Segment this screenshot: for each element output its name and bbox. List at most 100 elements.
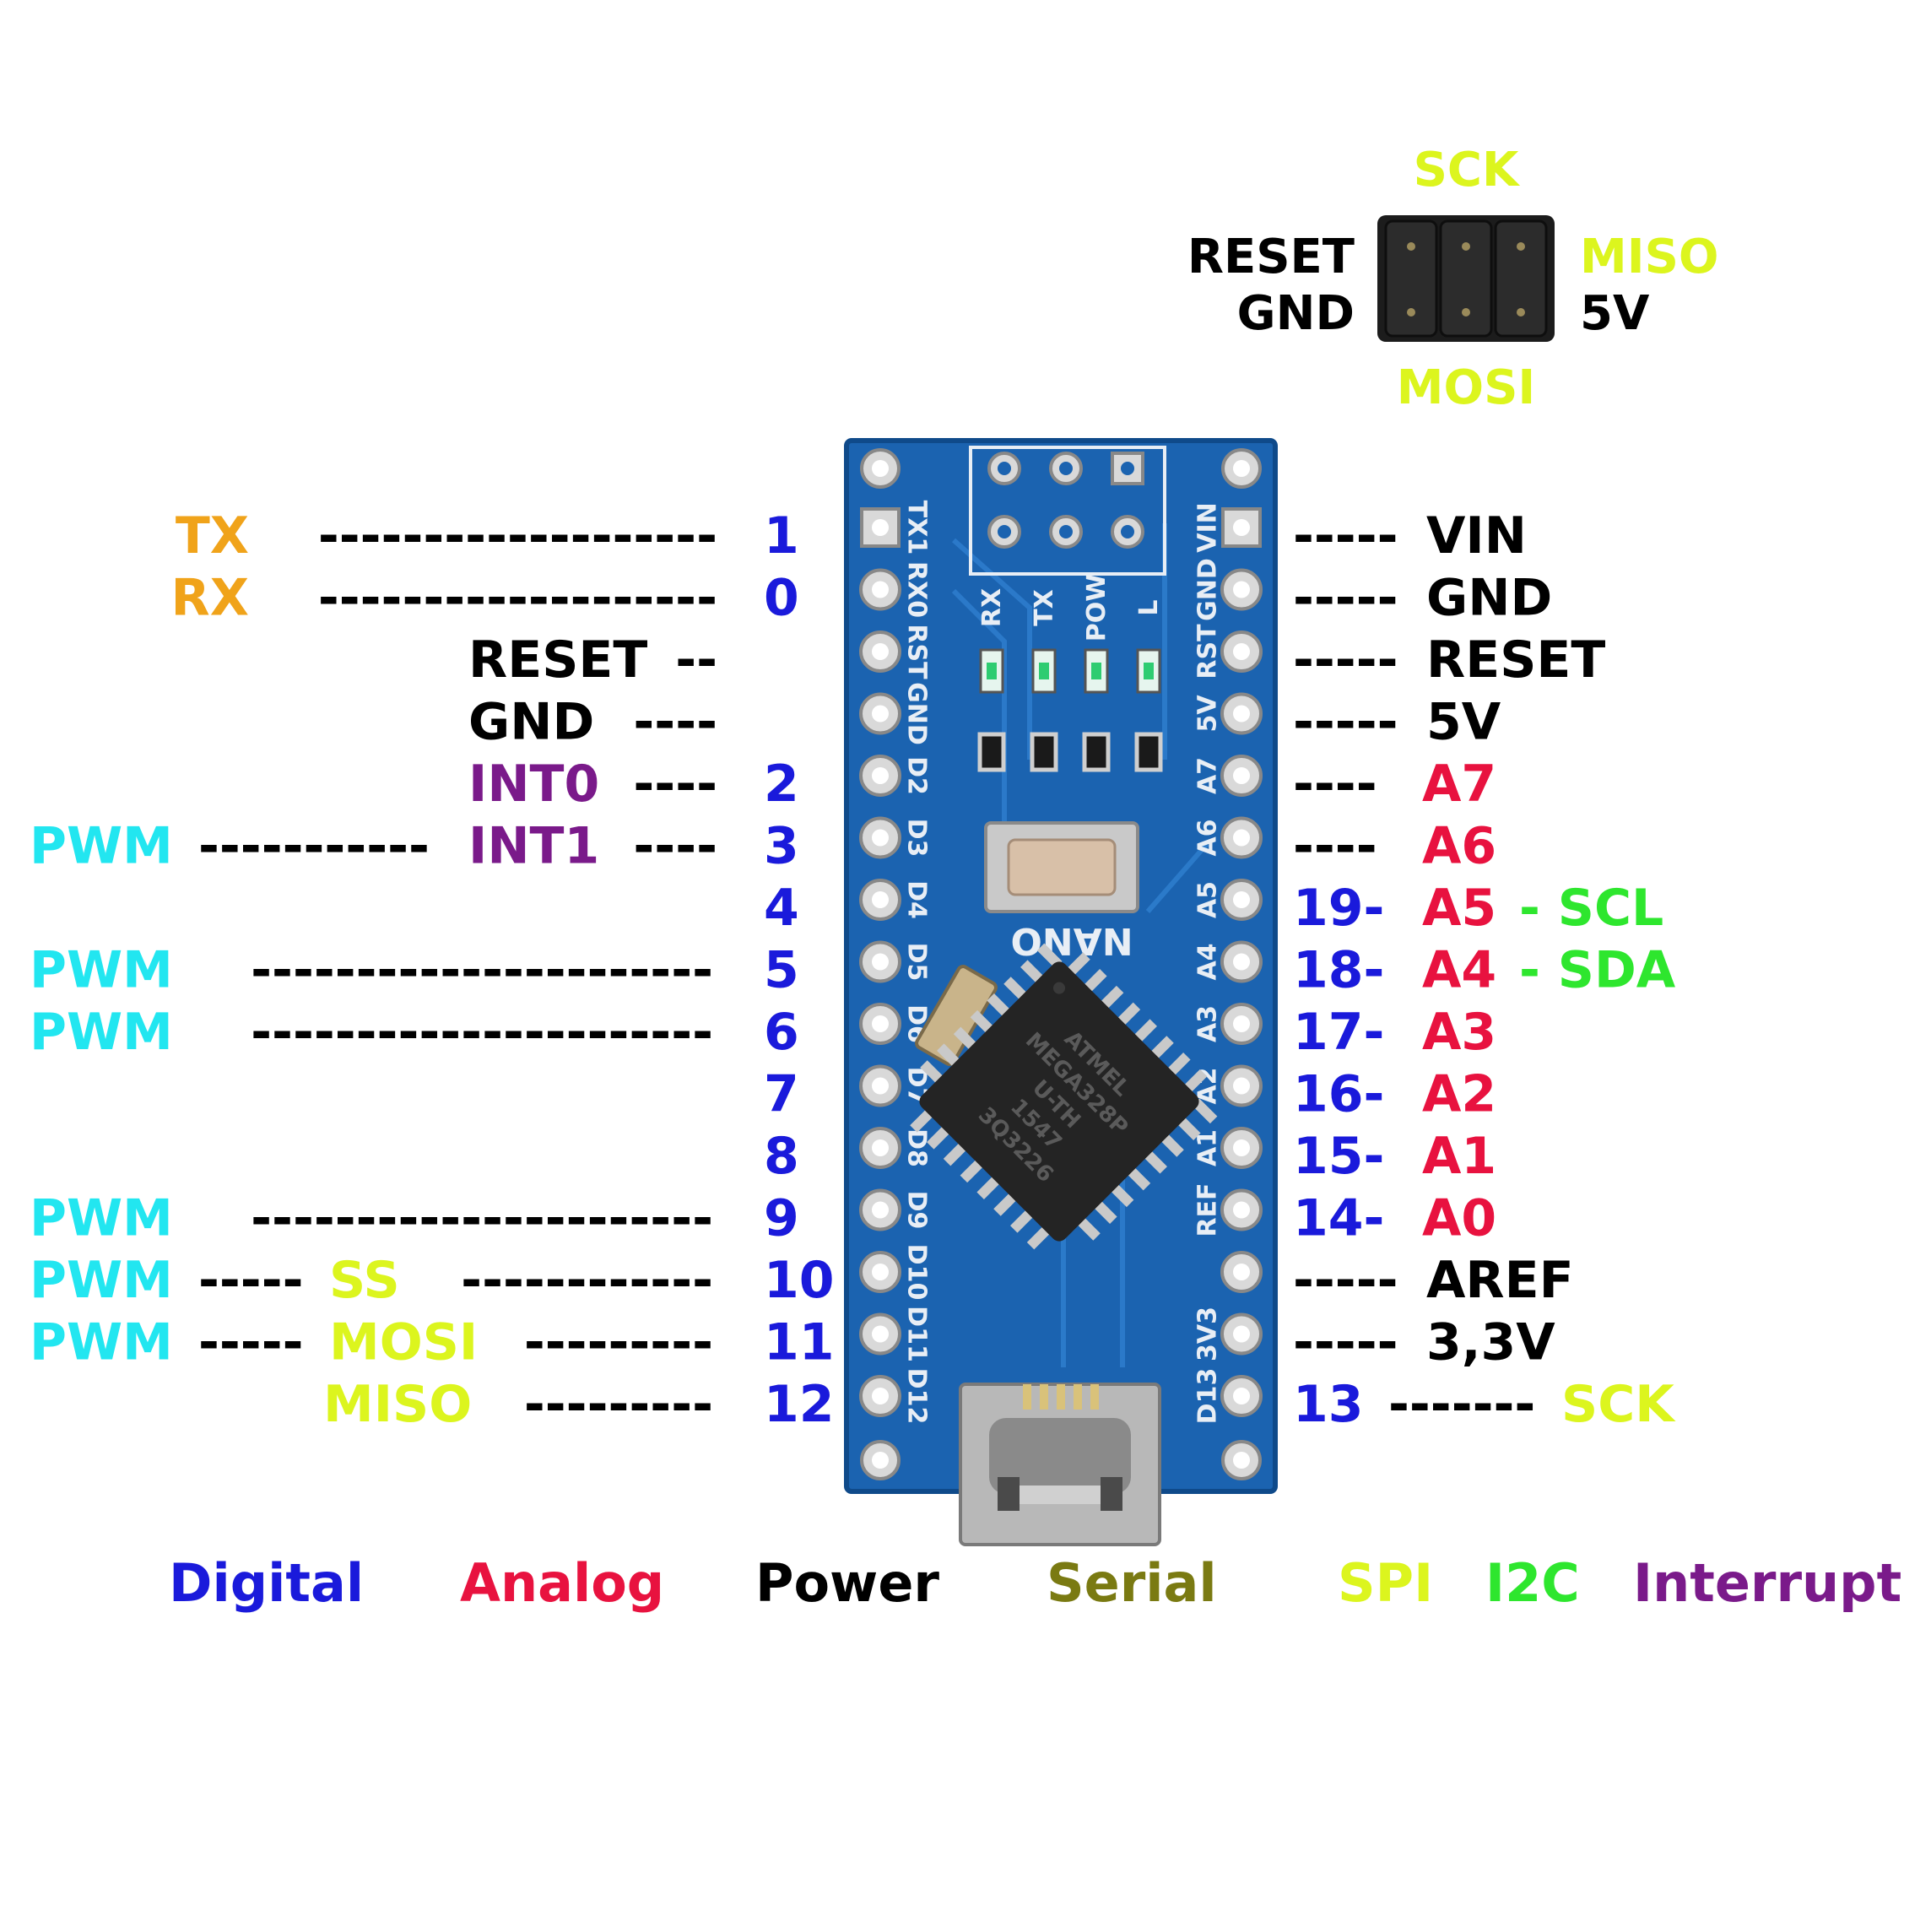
silk-label-right: 3V3 (1193, 1307, 1223, 1361)
left-dash: -- (675, 630, 717, 690)
silk-label-right: A6 (1193, 819, 1223, 856)
silk-label-right: 5V (1193, 695, 1223, 733)
right-dash: ----- (1293, 506, 1398, 566)
right-dash: ----- (1293, 693, 1398, 752)
silk-label-left: D5 (902, 943, 932, 982)
silk-label-right: D13 (1193, 1368, 1223, 1425)
silk-label-right: A5 (1193, 881, 1223, 918)
right-pin-number: 15- (1293, 1127, 1384, 1186)
silk-label-left: RST (902, 624, 932, 679)
right-function-label: 3,3V (1426, 1313, 1555, 1372)
left-function-label: RESET (468, 630, 647, 690)
left-pin-labels: 1TX-------------------0RX---------------… (30, 506, 835, 1434)
left-pin-number: 1 (764, 506, 799, 566)
pwm-label: PWM (30, 1189, 173, 1248)
right-function-label: A4 (1422, 941, 1496, 1000)
left-spi-label: MISO (323, 1375, 472, 1434)
right-function-label: A1 (1422, 1127, 1496, 1186)
silk-label-right: GND (1193, 558, 1223, 621)
silk-label-right: RST (1193, 624, 1223, 679)
right-function-label: VIN (1426, 506, 1527, 566)
pin-hole (1233, 581, 1250, 598)
left-dash: ---- (633, 755, 717, 814)
pin-hole (872, 643, 889, 660)
right-function-label: A5 (1422, 879, 1496, 938)
right-function-label: A6 (1422, 817, 1496, 876)
pwm-dash: ----------- (198, 817, 430, 876)
right-function-label: AREF (1426, 1251, 1574, 1310)
pin-hole (872, 891, 889, 908)
pwm-label: PWM (30, 941, 173, 1000)
legend-power: Power (755, 1552, 939, 1614)
led-label: POW (1082, 574, 1112, 642)
pin-hole (872, 705, 889, 722)
spi-dash: --------- (524, 1313, 713, 1372)
left-function-label: INT1 (468, 817, 599, 876)
icsp-gnd-label: GND (1237, 286, 1355, 341)
legend-spi: SPI (1338, 1552, 1433, 1614)
silk-label-left: RX0 (902, 561, 932, 618)
pwm-label: PWM (30, 1251, 173, 1310)
left-pin-number: 5 (764, 941, 799, 1000)
left-pin-number: 10 (764, 1251, 835, 1310)
pin-hole (872, 1139, 889, 1156)
left-dash: ---- (633, 817, 717, 876)
i2c-label: - SCL (1519, 879, 1663, 938)
usb-connector (959, 1383, 1161, 1546)
icsp-5v-label: 5V (1580, 286, 1650, 341)
left-pin-number: 8 (764, 1127, 799, 1186)
silk-label-left: D4 (902, 880, 932, 919)
status-leds: RX TX POW L (977, 574, 1164, 772)
legend-serial_legend: Serial (1047, 1552, 1217, 1614)
silk-label-left: D3 (902, 819, 932, 858)
right-function-label: 5V (1426, 693, 1501, 752)
pin-hole (1233, 767, 1250, 784)
pin-hole (1233, 953, 1250, 971)
right-pin-number: 18- (1293, 941, 1384, 1000)
led-label: RX (977, 588, 1007, 627)
legend-interrupt: Interrupt (1633, 1552, 1901, 1614)
pwm-dash: ----- (198, 1251, 304, 1310)
pin-hole (1233, 1388, 1250, 1404)
left-spi-label: MOSI (329, 1313, 478, 1372)
left-serial-label: TX (176, 506, 249, 566)
spi-dash: ------------ (461, 1251, 713, 1310)
spi-dash: --------- (524, 1375, 713, 1434)
left-dash: ------------------- (318, 569, 717, 628)
pin-hole (1233, 1015, 1250, 1032)
pin-hole (872, 829, 889, 847)
pin-hole (1233, 1077, 1250, 1095)
icsp-sck-label: SCK (1414, 143, 1521, 198)
left-serial-label: RX (171, 569, 249, 628)
right-pin-number: 19- (1293, 879, 1384, 938)
left-pin-number: 3 (764, 817, 799, 876)
left-pin-number: 11 (764, 1313, 835, 1372)
i2c-label: - SDA (1519, 941, 1676, 1000)
led-label: TX (1030, 589, 1059, 626)
led-label: L (1134, 599, 1164, 615)
silk-label-right: A3 (1193, 1005, 1223, 1042)
resistor (1082, 732, 1111, 772)
pin-hole (1233, 519, 1250, 536)
icsp-header: SCK MOSI RESET GND MISO 5V (1187, 143, 1719, 415)
silk-label-right: A7 (1193, 757, 1223, 794)
pin-hole (872, 1264, 889, 1280)
right-dash: ------- (1388, 1375, 1535, 1434)
pin-hole (1233, 643, 1250, 660)
right-function-label: A3 (1422, 1003, 1496, 1062)
pin-hole (1233, 1201, 1250, 1219)
right-pin-labels: -----VIN-----GND-----RESET-----5V----A7-… (1293, 506, 1676, 1434)
right-function-label: A0 (1422, 1189, 1496, 1248)
silk-label-right: A4 (1193, 943, 1223, 980)
resistor (1134, 732, 1163, 772)
right-function-label: A2 (1422, 1065, 1496, 1124)
silk-label-left: D2 (902, 756, 932, 795)
pwm-label: PWM (30, 817, 173, 876)
right-function-label: RESET (1426, 630, 1605, 690)
silk-label-left: D9 (902, 1191, 932, 1230)
right-function-label: A7 (1422, 755, 1496, 814)
